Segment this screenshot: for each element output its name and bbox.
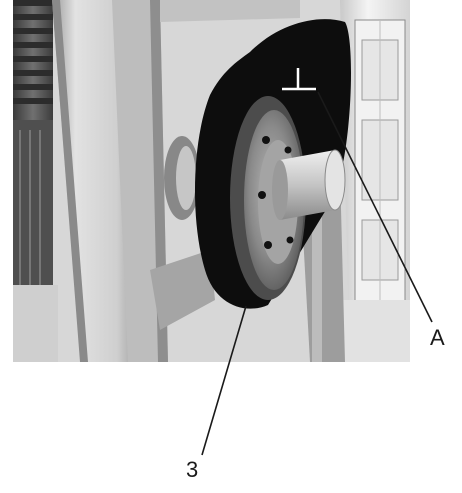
diagonal-brace bbox=[150, 250, 215, 330]
left-motor bbox=[13, 0, 58, 362]
belt-tension-mark bbox=[282, 68, 316, 91]
leader-line-a bbox=[317, 91, 433, 323]
output-shaft bbox=[272, 149, 346, 220]
callout-label-a: A bbox=[430, 325, 445, 350]
leader-line-3 bbox=[201, 305, 247, 456]
callout-label-3: 3 bbox=[186, 457, 199, 482]
frame-top-bar bbox=[160, 0, 300, 22]
machine-scene bbox=[13, 0, 410, 362]
right-machine-body bbox=[340, 0, 410, 362]
motor-shaft-housing bbox=[164, 136, 200, 220]
